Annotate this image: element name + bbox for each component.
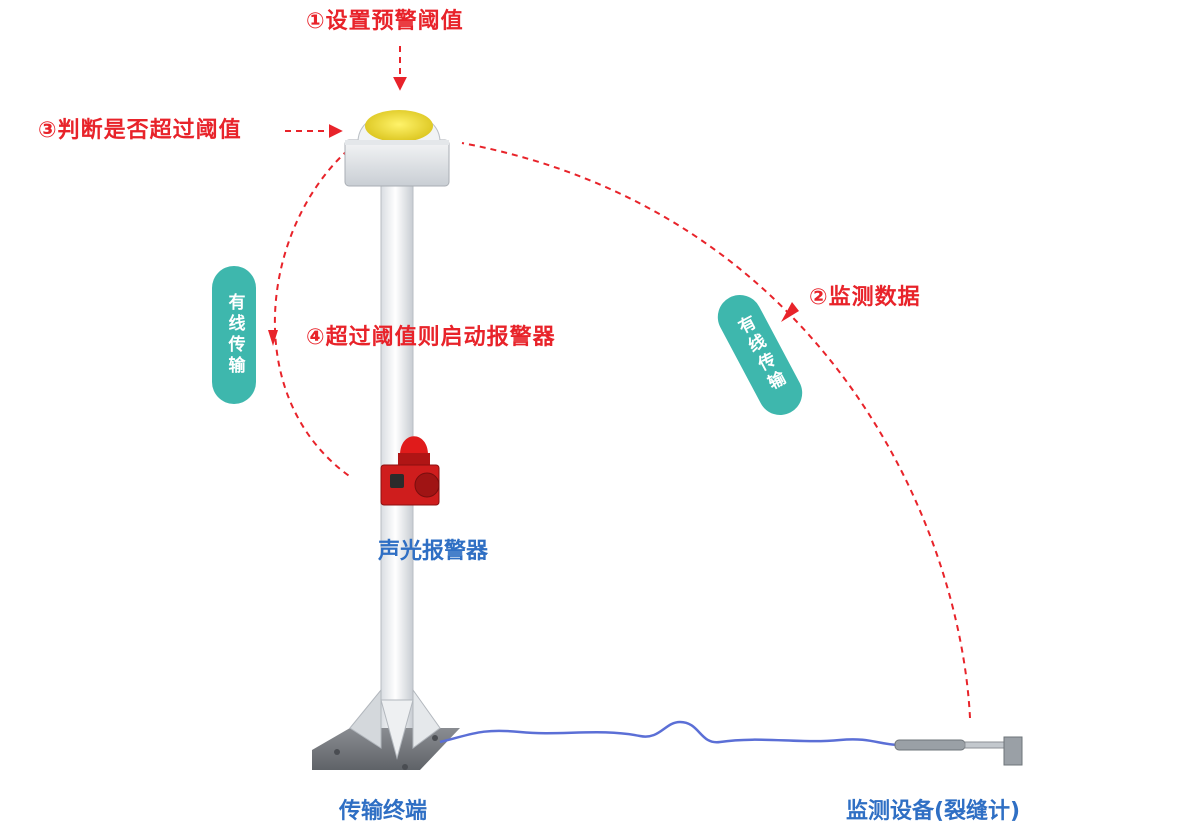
wired-transmission-label-left: 有线传输 (224, 293, 245, 377)
alarm-label: 声光报警器 (378, 539, 489, 564)
cable (439, 720, 901, 747)
monitor-label: 监测设备(裂缝计) (846, 799, 1021, 824)
arrowhead-left (268, 330, 278, 346)
arrow-curve-right (461, 142, 971, 719)
arrowhead-right (781, 302, 799, 322)
pole-base (312, 688, 460, 770)
terminal-label: 传输终端 (339, 799, 428, 824)
alarm-device (380, 436, 440, 506)
dome-station (344, 110, 450, 187)
crack-meter (894, 736, 1023, 766)
step2-label: ②监测数据 (809, 285, 921, 310)
step3-label: ③判断是否超过阈值 (38, 118, 242, 143)
wired-transmission-badge-left: 有线传输 (212, 266, 256, 404)
arrow-curve-left (273, 149, 353, 479)
step1-label: ①设置预警阈值 (306, 9, 464, 34)
step4-label: ④超过阈值则启动报警器 (306, 325, 556, 350)
